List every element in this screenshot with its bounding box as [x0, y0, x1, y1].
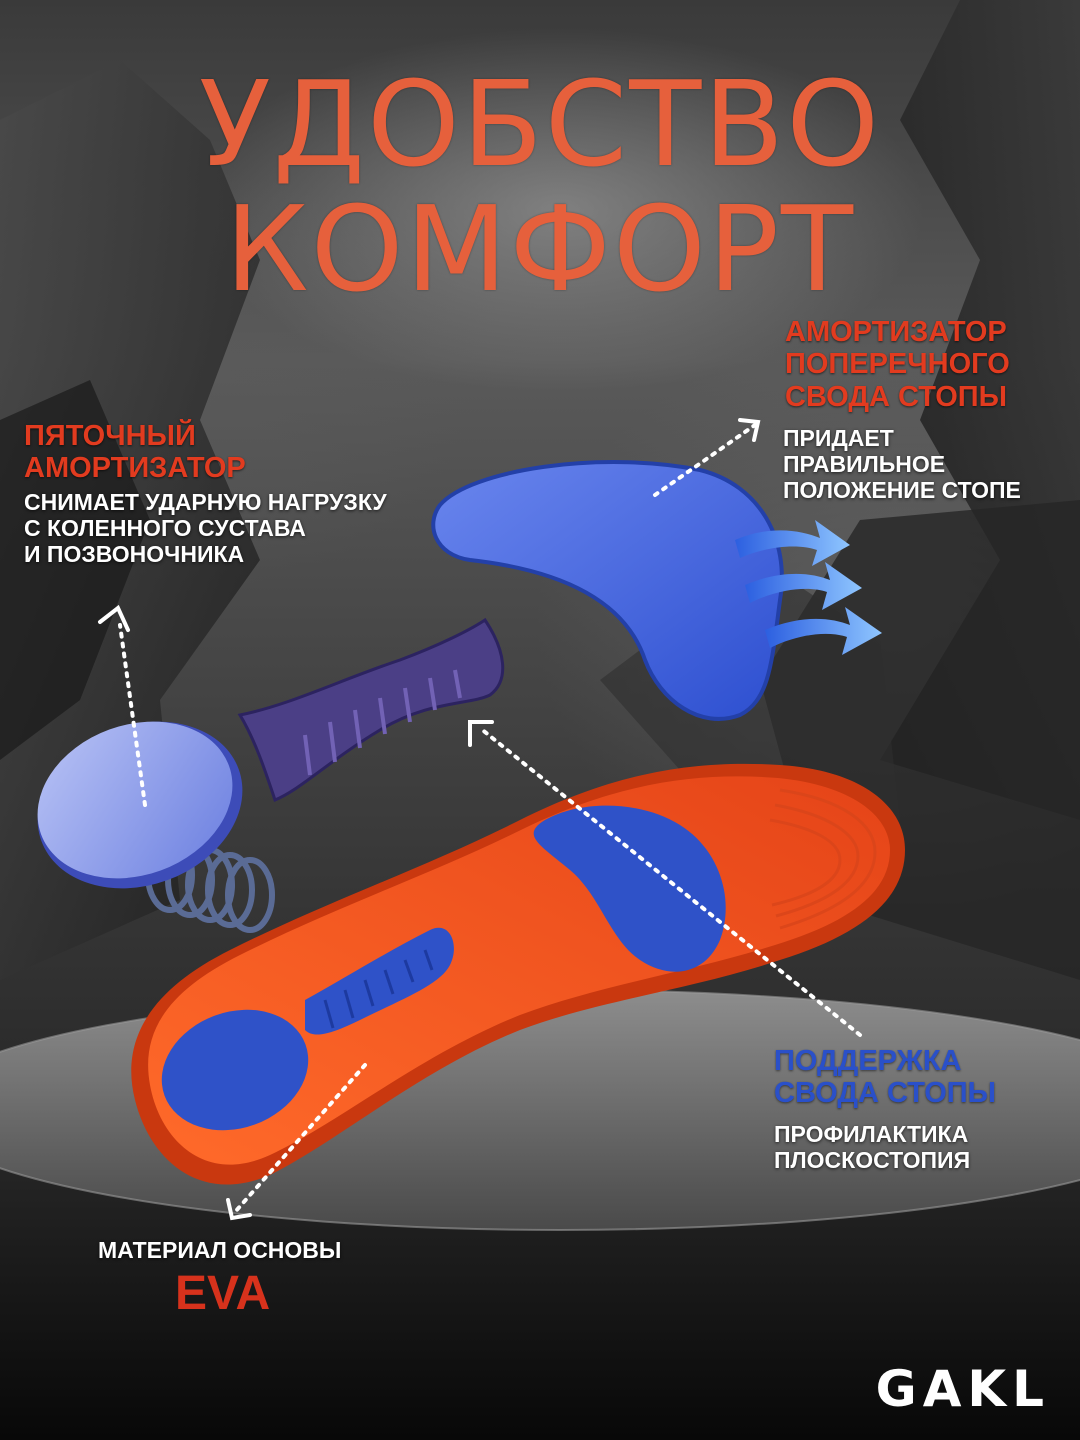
flow-arrows: [735, 520, 882, 655]
pointer-lines: [118, 423, 862, 1214]
metatarsal-desc-line: ПРИДАЕТ: [783, 425, 894, 451]
arch-callout-title: ПОДДЕРЖКА СВОДА СТОПЫ: [774, 1045, 996, 1110]
metatarsal-title-line: СВОДА СТОПЫ: [785, 380, 1008, 413]
headline-line-1: УДОБСТВО: [198, 55, 882, 193]
heel-callout-desc: СНИМАЕТ УДАРНУЮ НАГРУЗКУ С КОЛЕННОГО СУС…: [24, 489, 387, 567]
heel-title-line: ПЯТОЧНЫЙ: [24, 420, 196, 452]
metatarsal-desc-line: ПОЛОЖЕНИЕ СТОПЕ: [783, 476, 1021, 503]
heel-desc-line: И ПОЗВОНОЧНИКА: [24, 540, 245, 567]
material-label: МАТЕРИАЛ ОСНОВЫ: [98, 1237, 342, 1263]
arch-callout-desc: ПРОФИЛАКТИКА ПЛОСКОСТОПИЯ: [774, 1121, 971, 1174]
heel-callout-title: ПЯТОЧНЫЙ АМОРТИЗАТОР: [24, 420, 246, 485]
heel-desc-line: С КОЛЕННОГО СУСТАВА: [24, 514, 306, 541]
brand-logo: GAKL: [875, 1360, 1050, 1418]
metatarsal-callout-title: АМОРТИЗАТОР ПОПЕРЕЧНОГО СВОДА СТОПЫ: [785, 316, 1010, 413]
arch-title-line: ПОДДЕРЖКА: [774, 1045, 962, 1077]
metatarsal-title-line: ПОПЕРЕЧНОГО: [785, 348, 1010, 381]
heel-title-line: АМОРТИЗАТОР: [24, 452, 246, 485]
metatarsal-title-line: АМОРТИЗАТОР: [785, 316, 1007, 348]
heel-desc-line: СНИМАЕТ УДАРНУЮ НАГРУЗКУ: [24, 489, 387, 515]
headline-line-2: КОМФОРТ: [224, 180, 856, 318]
insole: [131, 763, 905, 1185]
arch-support-piece: [237, 617, 505, 802]
metatarsal-pad: [431, 460, 784, 721]
arch-desc-line: ПРОФИЛАКТИКА: [774, 1121, 969, 1147]
arch-title-line: СВОДА СТОПЫ: [774, 1077, 997, 1110]
metatarsal-callout-desc: ПРИДАЕТ ПРАВИЛЬНОЕ ПОЛОЖЕНИЕ СТОПЕ: [783, 425, 1021, 503]
metatarsal-desc-line: ПРАВИЛЬНОЕ: [783, 450, 946, 477]
heel-cushion-disc: [37, 721, 275, 933]
arch-desc-line: ПЛОСКОСТОПИЯ: [774, 1146, 971, 1173]
material-value: EVA: [175, 1267, 271, 1320]
